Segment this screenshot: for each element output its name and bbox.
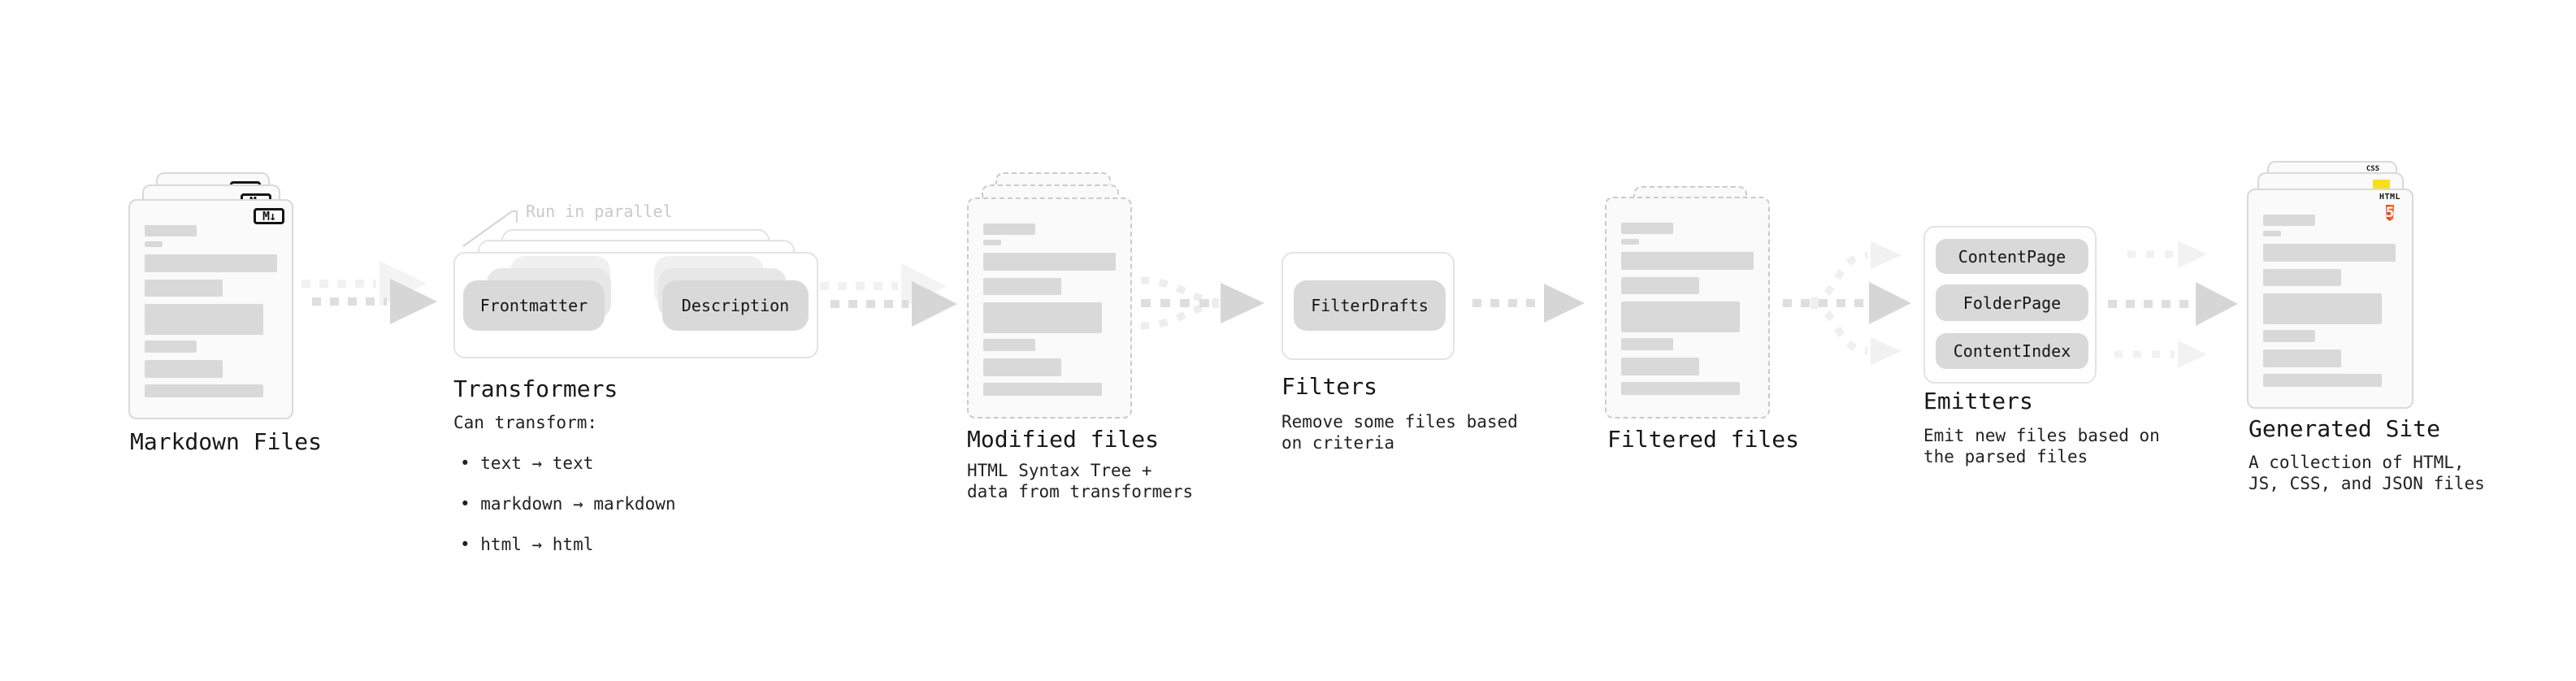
transformer-panel: Frontmatter Description	[453, 252, 818, 358]
placeholder-bar	[145, 241, 163, 247]
placeholder-bar	[145, 340, 197, 353]
placeholder-bar	[2263, 349, 2341, 367]
list-item: • markdown → markdown	[460, 494, 676, 514]
placeholder-bar	[983, 358, 1061, 376]
placeholder-bar	[145, 280, 223, 297]
placeholder-bar	[1621, 239, 1639, 245]
javascript-icon	[2373, 180, 2390, 189]
run-in-parallel-label: Run in parallel	[526, 202, 673, 221]
emitters-description: Emit new files based on the parsed files	[1923, 426, 2160, 466]
placeholder-bar	[1621, 277, 1699, 294]
placeholder-bar	[2263, 330, 2315, 342]
placeholder-bar	[1621, 223, 1673, 234]
placeholder-bar	[1621, 382, 1740, 395]
filters-panel: FilterDrafts	[1281, 252, 1455, 360]
modified-files-description: HTML Syntax Tree + data from transformer…	[967, 461, 1194, 501]
placeholder-bar	[2263, 244, 2396, 262]
markdown-file-card: M↓	[128, 199, 293, 419]
stage-title-filtered-files: Filtered files	[1607, 426, 1800, 453]
arrow-filtered-to-emitters	[1783, 241, 1911, 365]
placeholder-bar	[983, 302, 1102, 333]
placeholder-bar	[145, 304, 263, 335]
stage-title-generated-site: Generated Site	[2249, 415, 2441, 442]
placeholder-bar	[145, 254, 277, 272]
placeholder-bar	[983, 253, 1116, 271]
placeholder-bar	[1621, 358, 1699, 375]
placeholder-text-bars	[1607, 198, 1768, 417]
markdown-icon: M↓	[254, 208, 284, 224]
arrow-modified-to-filters	[1140, 276, 1264, 330]
description-box: Description	[662, 280, 809, 331]
list-item: • text → text	[460, 453, 594, 473]
transformers-capability-list: • text → text • markdown → markdown • ht…	[460, 433, 676, 575]
placeholder-bar	[145, 384, 263, 397]
placeholder-bar	[1621, 301, 1740, 332]
generated-site-description: A collection of HTML, JS, CSS, and JSON …	[2249, 453, 2485, 493]
arrow-markdown-to-transformers	[301, 261, 437, 324]
site-file-card-html: HTML 5	[2247, 189, 2413, 409]
contentindex-box: ContentIndex	[1936, 333, 2088, 369]
filtered-file-card	[1605, 197, 1770, 419]
arrow-emitters-to-site	[2108, 241, 2238, 368]
modified-file-card	[967, 197, 1132, 419]
frontmatter-box: Frontmatter	[463, 280, 605, 331]
list-item: • html → html	[460, 535, 594, 554]
placeholder-bar	[983, 278, 1061, 295]
filterdrafts-box: FilterDrafts	[1294, 280, 1446, 331]
placeholder-bar	[2263, 293, 2382, 324]
emitters-panel: ContentPage FolderPage ContentIndex	[1923, 226, 2097, 384]
arrow-transformers-to-modified	[820, 263, 957, 327]
placeholder-bar	[983, 240, 1001, 245]
stage-title-emitters: Emitters	[1923, 388, 2033, 414]
transformers-subtitle: Can transform:	[453, 413, 598, 432]
contentpage-box: ContentPage	[1936, 239, 2088, 274]
stage-title-transformers: Transformers	[453, 375, 618, 402]
stage-title-markdown-files: Markdown Files	[130, 428, 323, 455]
placeholder-bar	[983, 383, 1102, 396]
placeholder-bar	[1621, 338, 1673, 350]
placeholder-bar	[2263, 231, 2281, 236]
placeholder-bar	[2263, 215, 2315, 226]
stage-title-modified-files: Modified files	[967, 426, 1160, 453]
placeholder-text-bars	[130, 201, 292, 418]
placeholder-text-bars	[2249, 190, 2412, 407]
placeholder-bar	[145, 225, 197, 236]
arrow-filters-to-filtered	[1472, 284, 1585, 323]
placeholder-bar	[983, 339, 1035, 351]
html5-icon: HTML 5	[2379, 193, 2401, 224]
placeholder-bar	[2263, 269, 2341, 286]
html5-badge-text: HTML	[2379, 193, 2401, 202]
placeholder-bar	[1621, 252, 1754, 270]
placeholder-bar	[2263, 374, 2382, 387]
stage-title-filters: Filters	[1281, 373, 1378, 400]
placeholder-text-bars	[969, 199, 1130, 417]
placeholder-bar	[145, 360, 223, 378]
css-badge-text: CSS	[2366, 165, 2380, 173]
placeholder-bar	[983, 223, 1035, 235]
folderpage-box: FolderPage	[1936, 284, 2088, 321]
filters-description: Remove some files based on criteria	[1281, 412, 1518, 453]
html5-shield: 5	[2385, 205, 2395, 221]
